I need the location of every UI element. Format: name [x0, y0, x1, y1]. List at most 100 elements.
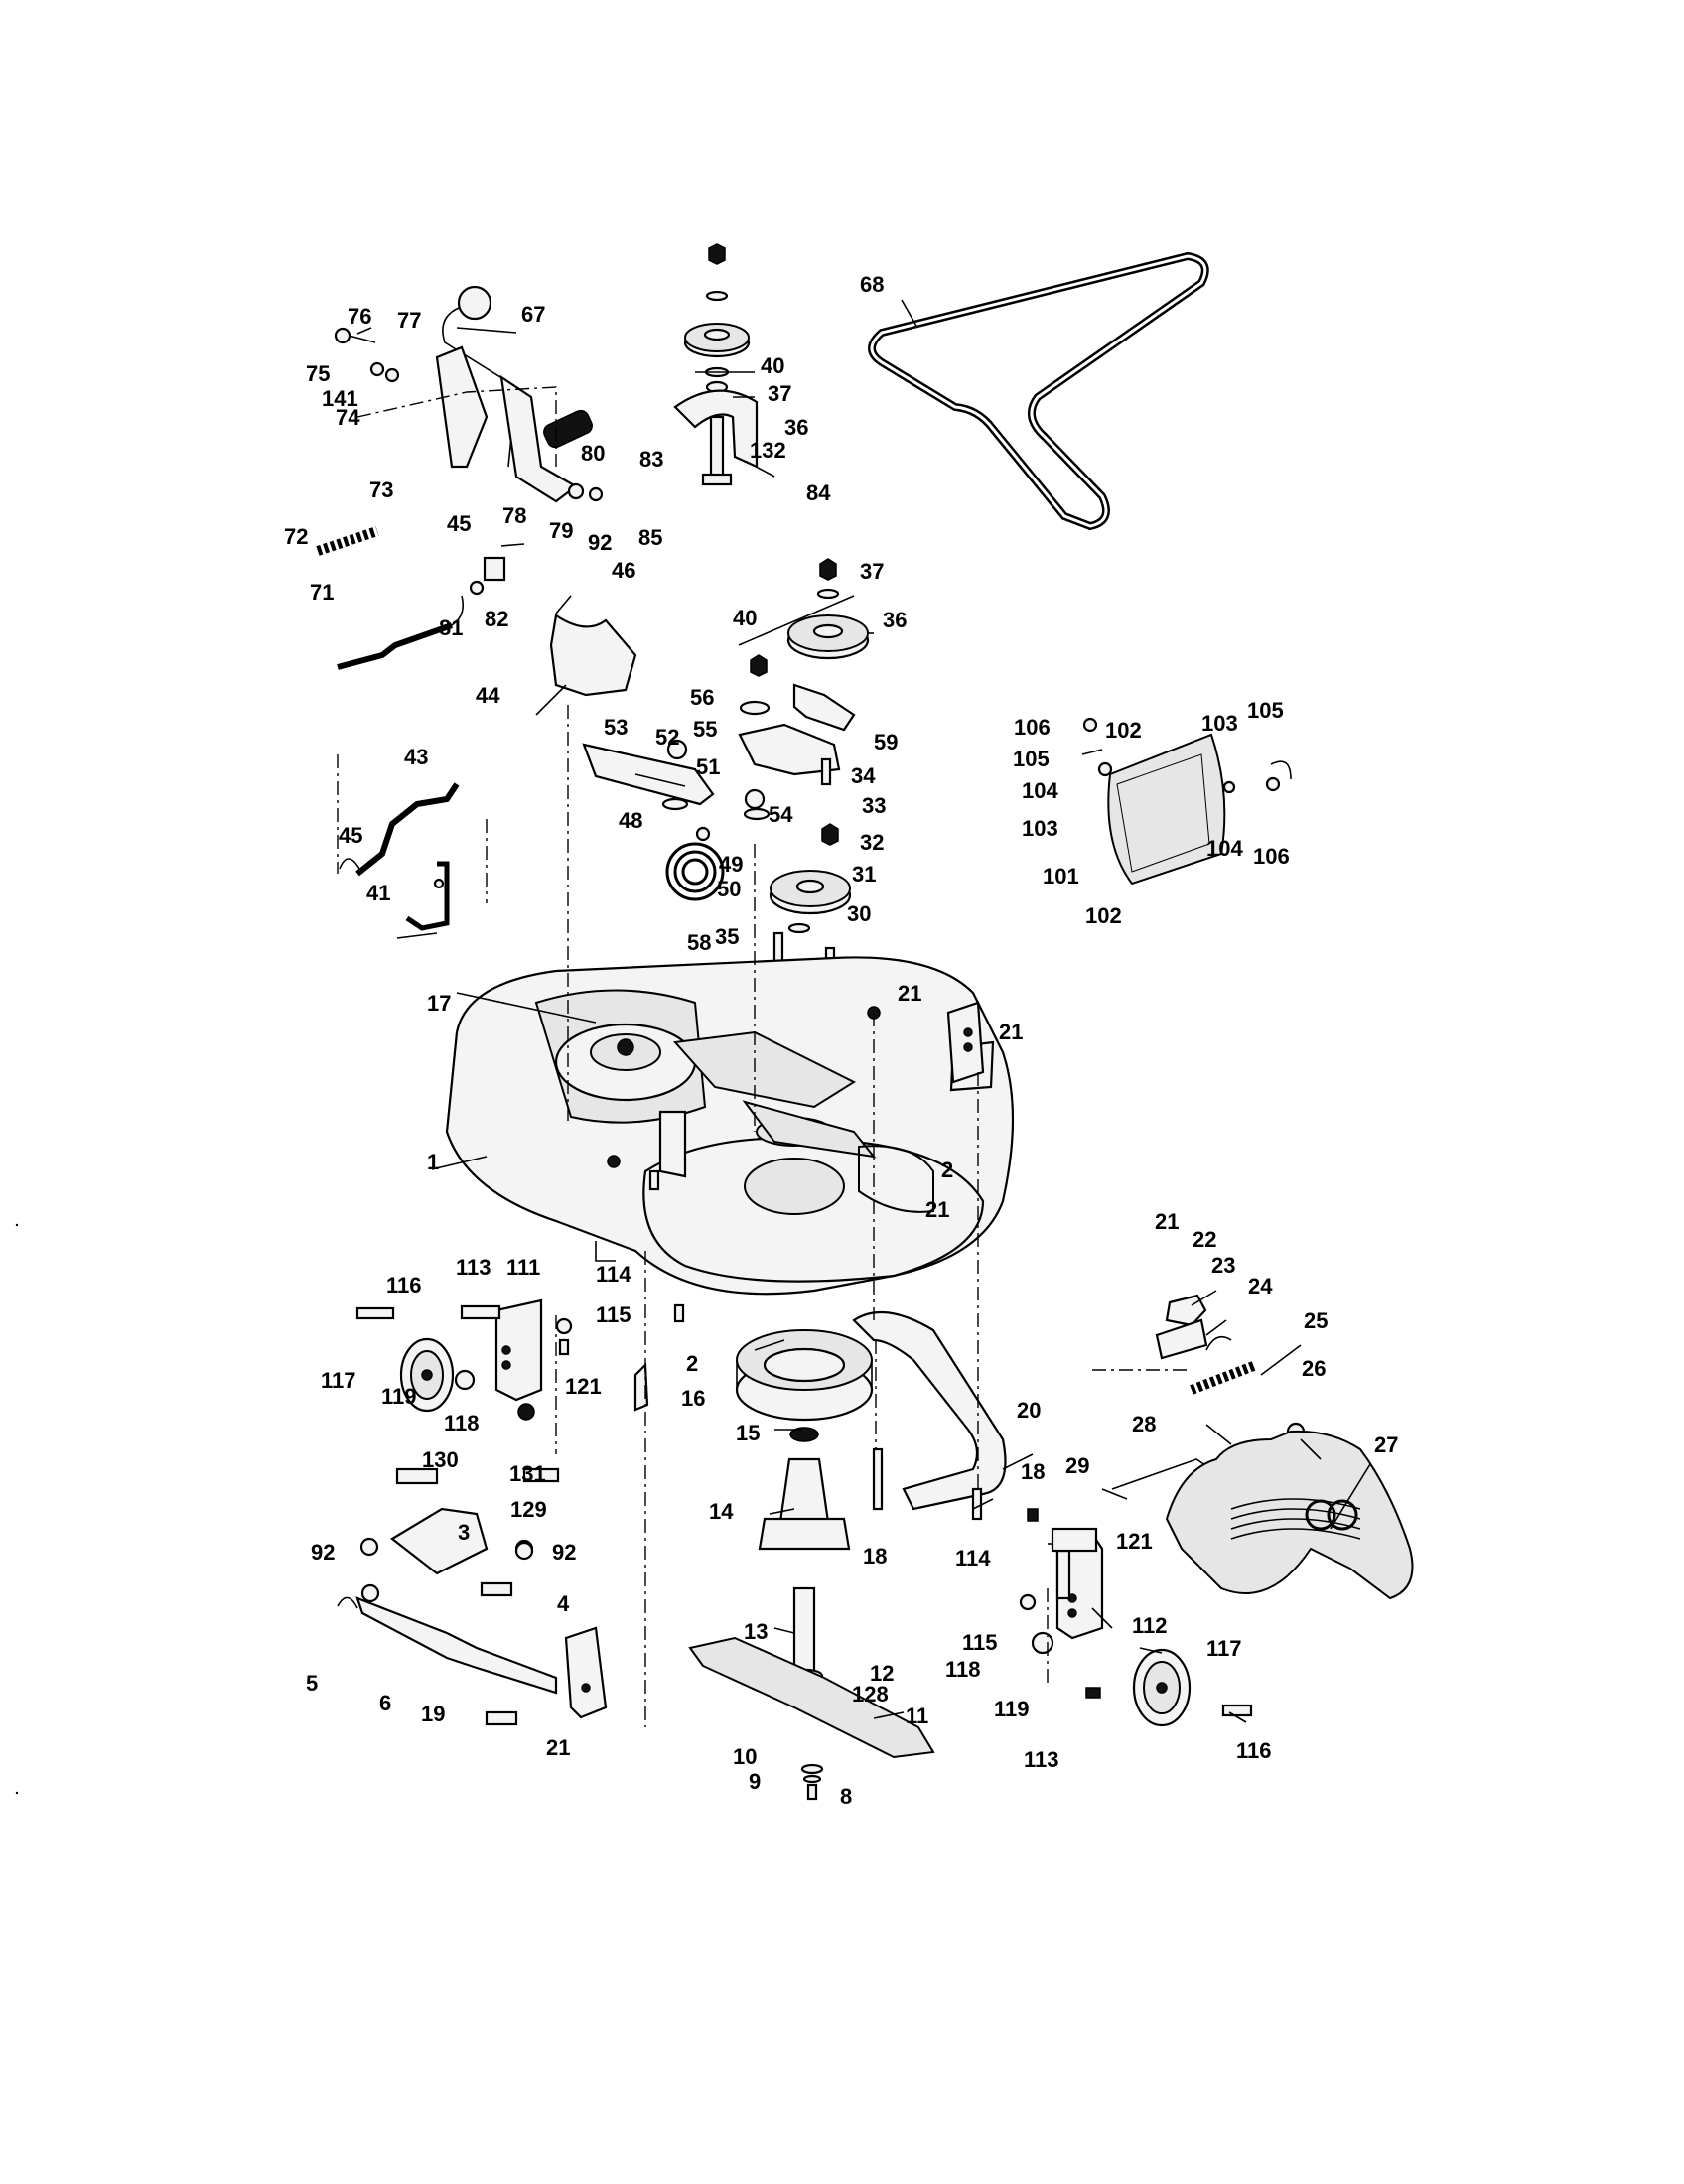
label-81: 81: [439, 615, 463, 640]
label-19: 19: [421, 1702, 445, 1726]
label-10: 10: [733, 1744, 757, 1769]
label-73: 73: [369, 478, 393, 502]
shaft-13: [792, 1586, 816, 1680]
label-14: 14: [709, 1499, 734, 1524]
label-37: 37: [768, 381, 791, 406]
label-22: 22: [1193, 1227, 1216, 1252]
label-92: 92: [311, 1540, 335, 1565]
label-18: 18: [863, 1544, 887, 1569]
label-32: 32: [860, 830, 884, 855]
belt-guard-20: [852, 1310, 1007, 1521]
label-114: 114: [955, 1546, 991, 1570]
label-53: 53: [604, 715, 628, 740]
label-24: 24: [1248, 1274, 1273, 1298]
label-55: 55: [693, 717, 717, 742]
label-50: 50: [717, 877, 741, 901]
label-75: 75: [306, 361, 330, 386]
label-28: 28: [1132, 1412, 1156, 1436]
label-104: 104: [1206, 836, 1243, 861]
label-59: 59: [874, 730, 898, 754]
lift-linkage-lower: [337, 1467, 608, 1726]
discharge-deflector: [1081, 717, 1292, 886]
idler-pulley-group: [738, 558, 870, 810]
hardware-misc: [360, 1169, 685, 1603]
label-12: 12: [870, 1661, 894, 1686]
label-113: 113: [456, 1255, 491, 1280]
label-106: 106: [1014, 715, 1051, 740]
front-bracket: [867, 1001, 985, 1084]
label-21: 21: [925, 1197, 949, 1222]
label-40: 40: [761, 353, 784, 378]
label-118: 118: [444, 1411, 480, 1435]
label-79: 79: [549, 518, 573, 543]
label-92: 92: [552, 1540, 576, 1565]
label-11: 11: [906, 1704, 928, 1728]
label-85: 85: [638, 525, 662, 550]
label-15: 15: [736, 1421, 760, 1445]
discharge-chute-group: [1111, 1294, 1414, 1600]
label-77: 77: [397, 308, 421, 333]
label-40: 40: [733, 606, 757, 630]
label-104: 104: [1022, 778, 1058, 803]
label-128: 128: [852, 1682, 889, 1706]
label-115: 115: [962, 1630, 998, 1655]
lift-lever-assembly: [334, 285, 604, 503]
label-21: 21: [1155, 1209, 1179, 1234]
label-23: 23: [1211, 1253, 1235, 1278]
label-112: 112: [1132, 1613, 1168, 1638]
label-21: 21: [898, 981, 921, 1006]
mower-deck-1: [445, 956, 1015, 1296]
label-26: 26: [1302, 1356, 1326, 1381]
label-21: 21: [999, 1020, 1023, 1044]
label-105: 105: [1013, 747, 1050, 771]
label-105: 105: [1247, 698, 1284, 723]
lift-link-group: [316, 526, 637, 697]
label-131: 131: [509, 1461, 546, 1486]
label-29: 29: [1065, 1453, 1089, 1478]
label-2: 2: [941, 1158, 953, 1182]
link-6: [355, 1596, 558, 1695]
label-43: 43: [404, 745, 428, 769]
label-72: 72: [284, 524, 308, 549]
label-36: 36: [883, 608, 907, 632]
label-3: 3: [458, 1520, 470, 1545]
label-41: 41: [366, 881, 390, 905]
label-129: 129: [510, 1497, 547, 1522]
label-45: 45: [339, 823, 362, 848]
scan-dot: [15, 1791, 19, 1795]
label-80: 80: [581, 441, 605, 466]
label-111: 111: [506, 1255, 540, 1280]
label-114: 114: [596, 1262, 632, 1287]
label-76: 76: [348, 304, 371, 329]
label-141: 141: [322, 386, 358, 411]
label-2: 2: [686, 1351, 698, 1376]
label-8: 8: [840, 1784, 852, 1809]
label-33: 33: [862, 793, 886, 818]
label-117: 117: [1206, 1636, 1242, 1661]
label-34: 34: [851, 763, 876, 788]
label-46: 46: [612, 558, 635, 583]
label-116: 116: [386, 1273, 422, 1297]
label-102: 102: [1085, 903, 1122, 928]
label-113: 113: [1024, 1747, 1059, 1772]
label-35: 35: [715, 924, 739, 949]
label-101: 101: [1043, 864, 1079, 888]
label-121: 121: [1116, 1529, 1153, 1554]
label-106: 106: [1253, 844, 1290, 869]
label-18: 18: [1021, 1459, 1045, 1484]
label-78: 78: [502, 503, 526, 528]
label-27: 27: [1374, 1433, 1398, 1457]
label-132: 132: [750, 438, 786, 463]
plate-121: [1051, 1527, 1098, 1553]
idler-arm-bracket: [582, 739, 832, 901]
leader-lines: [356, 299, 1371, 1723]
scan-dot: [15, 1223, 19, 1227]
gauge-wheel-left: [355, 1298, 649, 1421]
label-6: 6: [379, 1691, 391, 1715]
label-9: 9: [749, 1769, 761, 1794]
belt-guide-59: [792, 683, 856, 732]
label-103: 103: [1201, 711, 1238, 736]
label-119: 119: [381, 1384, 417, 1409]
label-83: 83: [639, 447, 663, 472]
label-54: 54: [769, 802, 793, 827]
